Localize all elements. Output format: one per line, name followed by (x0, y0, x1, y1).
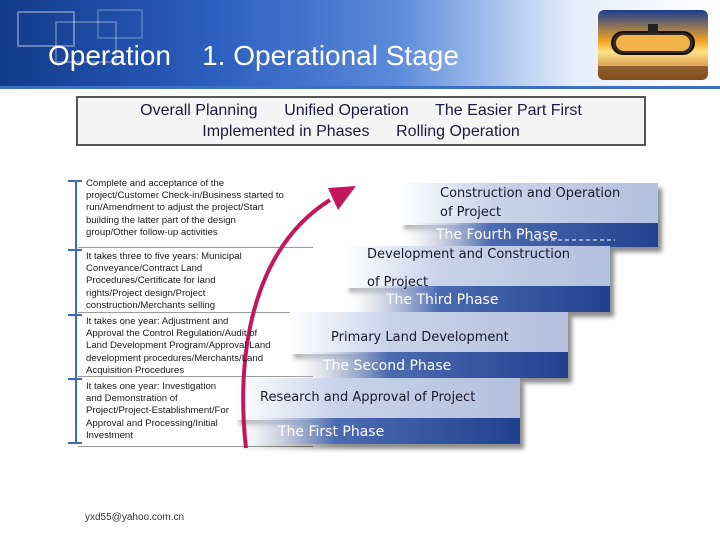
divider (78, 376, 313, 377)
description-line: Acquisition Procedures (86, 364, 185, 376)
description-line: and Demonstration of (86, 393, 178, 405)
page-title: Operation 1. Operational Stage (48, 40, 459, 71)
description-first: It takes one year: Investigation and Dem… (86, 381, 229, 442)
description-line: It takes three to five years: Municipal (86, 251, 242, 262)
description-second: It takes one year: Adjustment and Approv… (86, 316, 271, 377)
sunset-mirror-logo (598, 10, 708, 80)
description-line: group/Other follow-up activities (86, 226, 218, 238)
timeline-tick (68, 249, 82, 251)
contact-email: yxd55@yahoo.com.cn (85, 512, 185, 523)
description-line: Project/Project-Establishment/For (86, 405, 229, 417)
description-fourth: Complete and acceptance of the project/C… (86, 178, 284, 239)
description-line: development procedures/Merchants/Land (86, 352, 264, 364)
phase-third-label: The Third Phase (386, 292, 499, 308)
description-line: Land Development Program/Approval Land (86, 340, 271, 352)
phase-fourth-label: The Fourth Phase (436, 227, 558, 243)
description-line: Procedures/Certificate for land (86, 275, 216, 287)
description-line: construction/Merchants selling (86, 299, 216, 311)
divider (78, 247, 313, 248)
step-first (235, 378, 520, 444)
stage-third-line1: Development and Construction (367, 247, 571, 262)
stage-fourth-line1: Construction and Operation (440, 186, 621, 201)
timeline-tick (68, 442, 82, 444)
header-rule (0, 86, 720, 89)
divider (78, 446, 313, 447)
timeline-tick (68, 378, 82, 380)
description-line: run/Amendment to adjust the project/Star… (86, 202, 264, 214)
stage-second: Primary Land Development (331, 330, 509, 345)
timeline-tick (68, 314, 82, 316)
description-line: Approval and Processing/Initial (86, 417, 218, 429)
description-line: building the latter part of the design (86, 214, 236, 226)
step-third (345, 246, 610, 312)
header-decoration (17, 9, 143, 63)
description-line: rights/Project design/Project (86, 287, 206, 299)
banner-line-1: Overall Planning Unified Operation The E… (140, 102, 582, 119)
stage-third-line2: of Project (367, 275, 429, 290)
description-line: Conveyance/Contract Land (86, 263, 203, 275)
step-second (290, 312, 568, 378)
description-line: Complete and acceptance of the (86, 178, 225, 189)
step-fourth (400, 183, 658, 247)
timeline-tick (68, 180, 82, 182)
divider (78, 312, 313, 313)
description-line: Investment (86, 429, 133, 441)
timeline-axis (75, 180, 77, 444)
description-line: It takes one year: Adjustment and (86, 316, 229, 327)
phase-first-label: The First Phase (278, 424, 385, 440)
description-line: Approval the Control Regulation/Audit of (86, 328, 258, 340)
stage-first: Research and Approval of Project (260, 390, 476, 405)
description-line: project/Customer Check-in/Business start… (86, 190, 284, 202)
principles-banner: Overall Planning Unified Operation The E… (76, 96, 646, 146)
curved-arrow-icon (241, 186, 356, 449)
banner-line-2: Implemented in Phases Rolling Operation (202, 123, 520, 140)
header-bar: Operation 1. Operational Stage (0, 0, 720, 86)
description-line: It takes one year: Investigation (86, 381, 217, 392)
stage-fourth-line2: of Project (440, 205, 502, 220)
phase-second-label: The Second Phase (323, 358, 452, 374)
description-third: It takes three to five years: Municipal … (86, 251, 242, 312)
